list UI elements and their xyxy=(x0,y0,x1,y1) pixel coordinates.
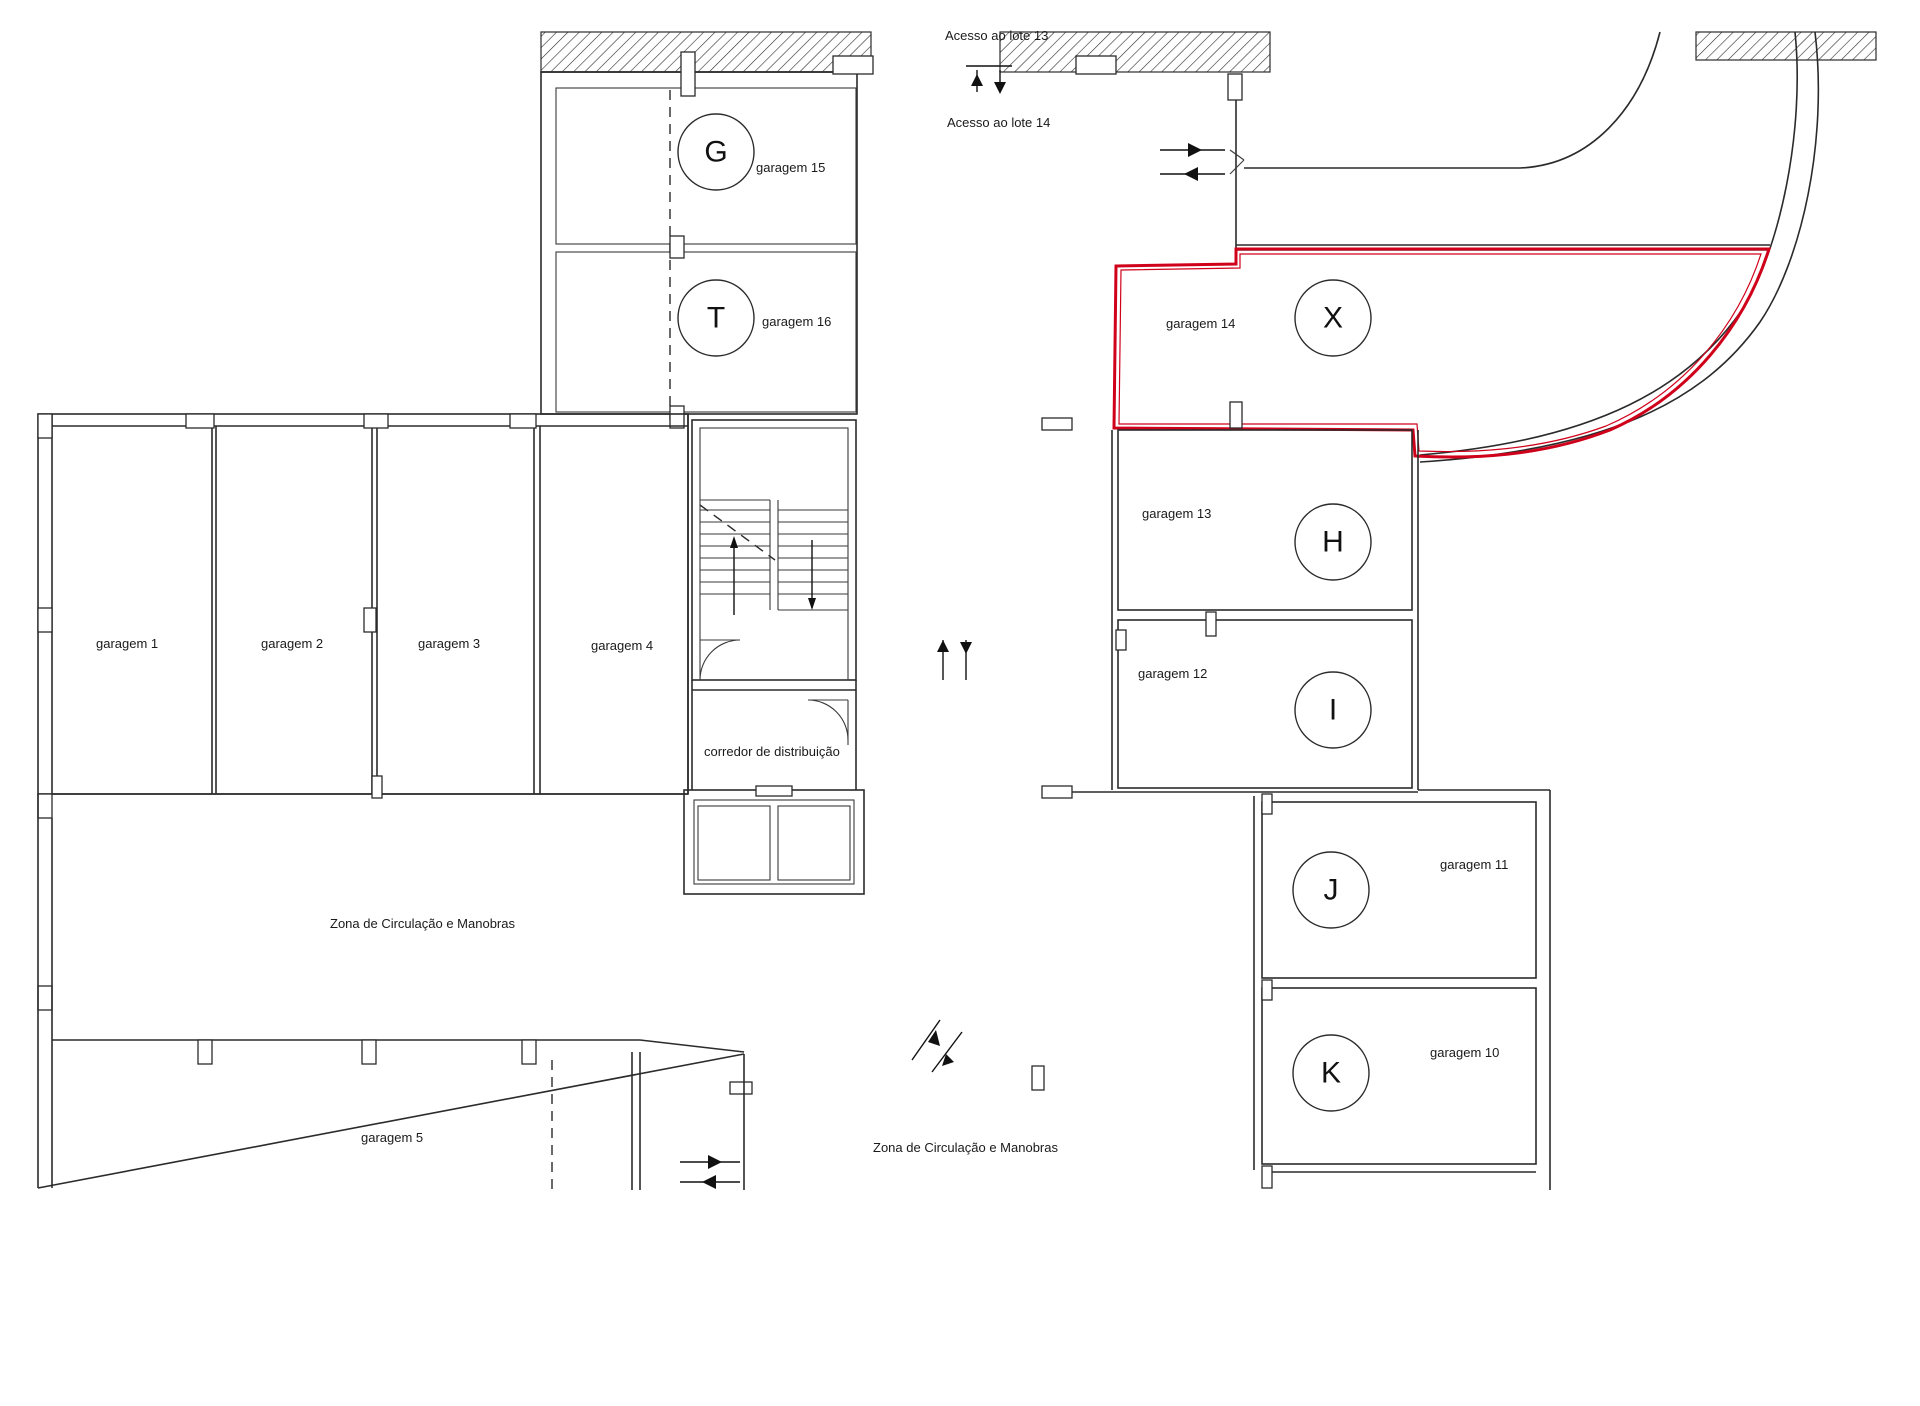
corridor-label: corredor de distribuição xyxy=(704,744,840,759)
access-gate xyxy=(966,55,1243,250)
access-label-lote-14: Acesso ao lote 14 xyxy=(947,115,1050,130)
marker-t-letter: T xyxy=(707,302,725,335)
exit-arrows-icon xyxy=(680,1155,740,1189)
garage-2-label: garagem 2 xyxy=(261,636,323,651)
boundary-wall-top xyxy=(540,31,1877,73)
garage-10-label: garagem 10 xyxy=(1430,1045,1499,1060)
marker-j-letter: J xyxy=(1324,874,1339,907)
marker-i: I xyxy=(1294,671,1372,749)
garage-1-label: garagem 1 xyxy=(96,636,158,651)
marker-t: T xyxy=(677,279,755,357)
marker-k-letter: K xyxy=(1321,1057,1341,1090)
marker-j: J xyxy=(1292,851,1370,929)
garage-12-label: garagem 12 xyxy=(1138,666,1207,681)
garage-16-label: garagem 16 xyxy=(762,314,831,329)
garage-5-area xyxy=(37,1039,753,1190)
stair-treads xyxy=(700,509,848,595)
marker-k: K xyxy=(1292,1034,1370,1112)
lift-shaft xyxy=(683,785,865,895)
garage-13-label: garagem 13 xyxy=(1142,506,1211,521)
garage-15-label: garagem 15 xyxy=(756,160,825,175)
garage-block-12-13 xyxy=(1041,429,1551,1190)
garage-block-15-16 xyxy=(540,51,874,429)
marker-i-letter: I xyxy=(1329,694,1337,727)
garage-block-10-11 xyxy=(1253,793,1537,1189)
door-swing-icon xyxy=(699,639,741,681)
garage-14-highlight xyxy=(1041,247,1772,459)
stair-core xyxy=(691,419,857,790)
marker-h-letter: H xyxy=(1322,526,1344,559)
garage-5-label: garagem 5 xyxy=(361,1130,423,1145)
stair-down-arrow-icon xyxy=(808,540,816,610)
circulation-arrows-icon xyxy=(937,640,972,680)
pillar xyxy=(1031,1065,1045,1091)
marker-h: H xyxy=(1294,503,1372,581)
garage-3-label: garagem 3 xyxy=(418,636,480,651)
access-arrows-icon xyxy=(966,65,1012,94)
garage-11-label: garagem 11 xyxy=(1440,857,1508,872)
marker-x-letter: X xyxy=(1323,302,1343,335)
garage-14-label: garagem 14 xyxy=(1166,316,1235,331)
door-swing-icon xyxy=(807,699,849,741)
circulation-zone-label: Zona de Circulação e Manobras xyxy=(330,916,515,931)
diagonal-arrows-icon xyxy=(911,1019,963,1073)
stair-up-arrow-icon xyxy=(730,536,738,615)
garage-block-1-4 xyxy=(37,413,689,1188)
access-label-lote-13: Acesso ao lote 13 xyxy=(945,28,1048,43)
marker-x: X xyxy=(1294,279,1372,357)
marker-g-letter: G xyxy=(704,136,727,169)
ramp xyxy=(1229,31,1820,463)
marker-g: G xyxy=(677,113,755,191)
lane-arrows-icon xyxy=(1160,143,1225,181)
garage-4-label: garagem 4 xyxy=(591,638,653,653)
circulation-zone-label: Zona de Circulação e Manobras xyxy=(873,1140,1058,1155)
